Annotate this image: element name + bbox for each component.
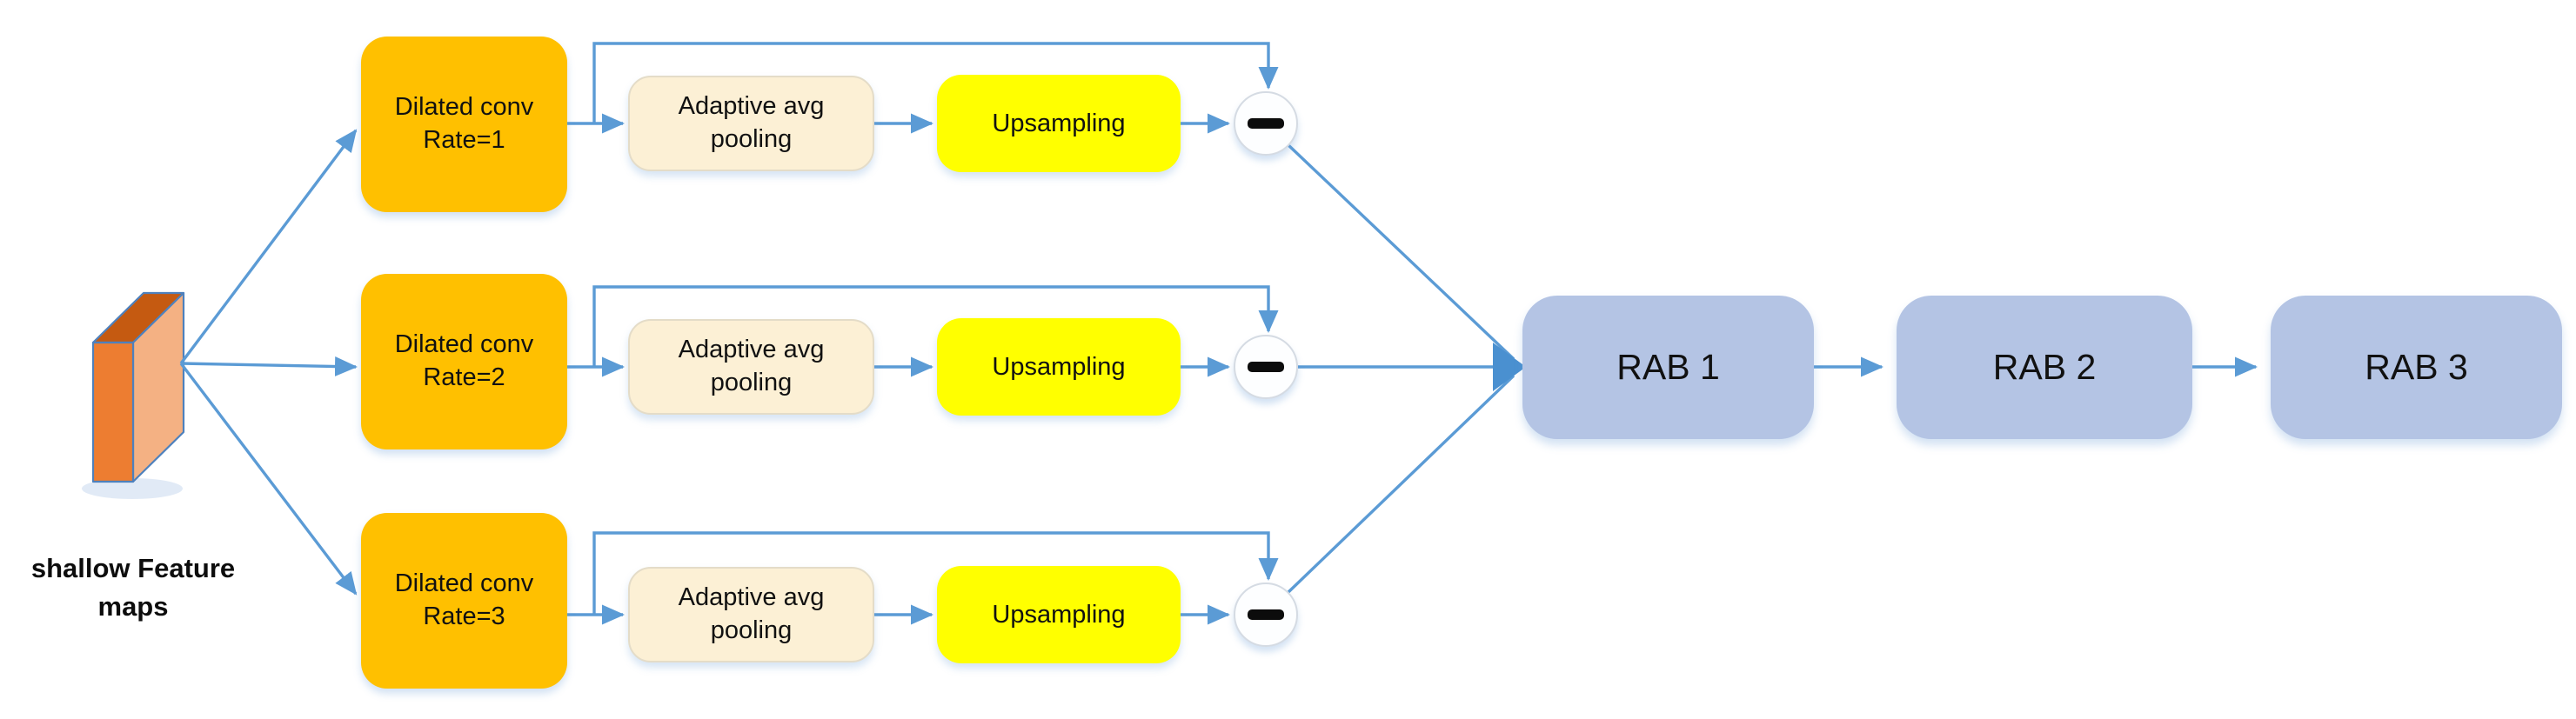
skip-connection-branch3: [592, 531, 1279, 615]
arrow-source-to-branch1: [179, 129, 358, 365]
convergence-arrowhead: [1493, 343, 1526, 391]
arrow-source-to-branch3: [179, 362, 358, 596]
rab3-box: RAB 3: [2271, 296, 2562, 439]
feature-maps-label: shallow Feature maps: [0, 549, 266, 626]
pooling2-line2: pooling: [710, 369, 793, 396]
dilated-conv-rate2-line1: Dilated conv: [394, 330, 534, 359]
pooling3-line1: Adaptive avg: [678, 583, 825, 612]
adaptive-avg-pooling-box-1: Adaptive avg pooling: [628, 76, 874, 171]
upsampling1-label: Upsampling: [992, 109, 1126, 137]
skip-connection-branch2: [592, 285, 1279, 367]
dilated-conv-rate2-box: Dilated conv Rate=2: [361, 274, 567, 449]
rab2-box: RAB 2: [1897, 296, 2192, 439]
branch1-connectors: [567, 42, 1515, 361]
dilated-conv-rate3-line2: Rate=3: [423, 602, 505, 630]
pooling1-line1: Adaptive avg: [678, 92, 825, 121]
upsampling-box-3: Upsampling: [937, 566, 1181, 663]
skip-connection-branch1: [592, 42, 1279, 123]
minus-icon: [1248, 362, 1284, 372]
adaptive-avg-pooling-box-3: Adaptive avg pooling: [628, 567, 874, 662]
branch3-connectors: [567, 374, 1515, 625]
dilated-conv-rate2-line2: Rate=2: [423, 363, 505, 391]
rab1-label: RAB 1: [1616, 347, 1720, 387]
dilated-conv-rate3-line1: Dilated conv: [394, 569, 534, 598]
rab1-box: RAB 1: [1522, 296, 1814, 439]
dilated-conv-rate1-box: Dilated conv Rate=1: [361, 37, 567, 212]
upsampling2-label: Upsampling: [992, 352, 1126, 381]
source-divergence-arrows: [179, 129, 358, 596]
pooling1-line2: pooling: [710, 125, 793, 153]
minus-node-1: [1234, 91, 1298, 156]
pooling2-line1: Adaptive avg: [678, 336, 825, 364]
cuboid-front-face: [91, 341, 135, 483]
rab2-label: RAB 2: [1992, 347, 2097, 387]
feature-maps-label-line1: shallow Feature: [30, 553, 236, 583]
pooling3-line2: pooling: [710, 616, 793, 644]
feature-maps-shadow: [82, 478, 183, 499]
upsampling3-label: Upsampling: [992, 600, 1126, 629]
arrow-source-to-branch2: [180, 356, 358, 377]
dilated-conv-rate1-line2: Rate=1: [423, 126, 505, 154]
arrow-minus1-to-rab1: [1287, 143, 1515, 361]
rab3-label: RAB 3: [2365, 347, 2468, 387]
minus-icon: [1248, 609, 1284, 620]
minus-node-3: [1234, 583, 1298, 647]
feature-maps-label-line2: maps: [97, 591, 169, 622]
adaptive-avg-pooling-box-2: Adaptive avg pooling: [628, 319, 874, 415]
upsampling-box-1: Upsampling: [937, 75, 1181, 172]
dilated-conv-rate3-box: Dilated conv Rate=3: [361, 513, 567, 689]
dilated-conv-rate1-line1: Dilated conv: [394, 93, 534, 122]
minus-node-2: [1234, 335, 1298, 399]
arrow-minus3-to-rab1: [1287, 374, 1515, 594]
branch2-connectors: [567, 285, 1510, 377]
minus-icon: [1248, 118, 1284, 129]
feature-maps-cuboid: [91, 291, 185, 483]
upsampling-box-2: Upsampling: [937, 318, 1181, 416]
